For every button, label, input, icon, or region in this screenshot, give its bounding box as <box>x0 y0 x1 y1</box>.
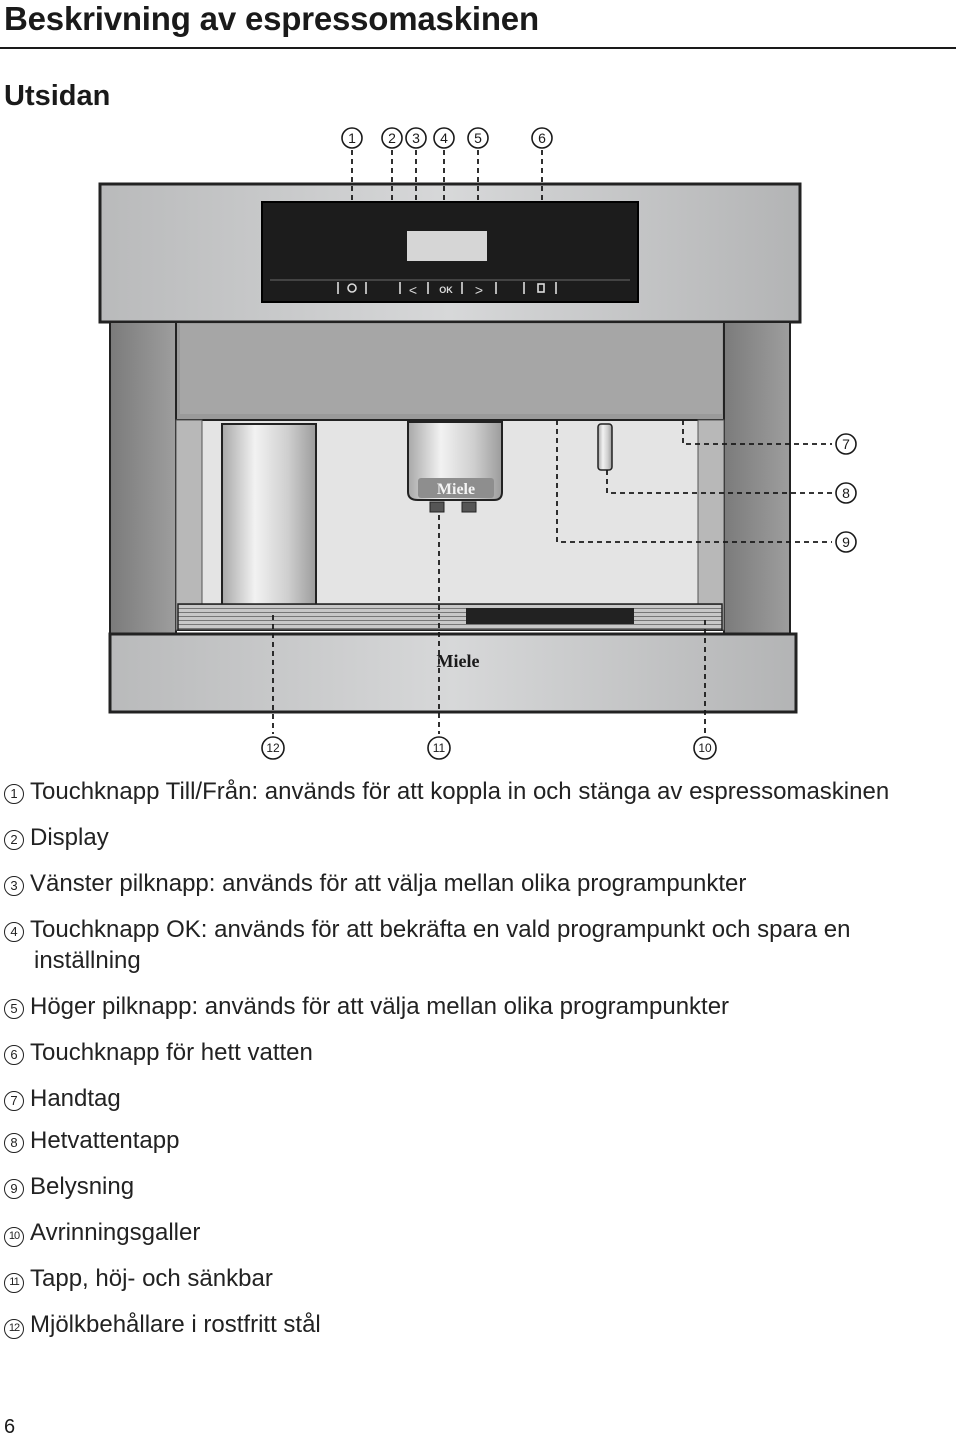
legend-item-continuation: inställning <box>0 945 950 976</box>
callout-10: 10 <box>698 741 712 755</box>
legend-number: 4 <box>4 922 24 942</box>
espresso-machine-diagram: < OK > Miele Miele <box>98 127 857 760</box>
callout-8: 8 <box>842 485 850 501</box>
title-rule <box>0 47 956 49</box>
lower-front-panel <box>108 632 798 714</box>
callout-5: 5 <box>474 130 482 146</box>
legend-text: Tapp, höj- och sänkbar <box>30 1265 273 1292</box>
legend-item: 3 Vänster pilknapp: används för att välja… <box>0 868 950 899</box>
legend-text: Höger pilknapp: används för att välja me… <box>30 993 730 1020</box>
legend-number: 11 <box>4 1273 24 1293</box>
legend-number: 8 <box>4 1133 24 1153</box>
legend-item: 12 Mjölkbehållare i rostfritt stål <box>0 1309 950 1340</box>
callout-1: 1 <box>348 130 356 146</box>
legend-item: 11 Tapp, höj- och sänkbar <box>0 1263 950 1294</box>
legend-item: 9 Belysning <box>0 1171 950 1202</box>
legend-text: Avrinningsgaller <box>30 1219 201 1246</box>
legend-number: 3 <box>4 876 24 896</box>
legend-text: Belysning <box>30 1173 135 1200</box>
left-arrow-key: < <box>409 282 417 298</box>
hot-water-tap <box>597 423 613 471</box>
legend-number: 12 <box>4 1319 24 1339</box>
brand-logo: Miele <box>437 651 480 671</box>
legend-item: 2 Display <box>0 822 950 853</box>
legend-number: 5 <box>4 999 24 1019</box>
left-side-panel <box>109 321 177 635</box>
legend-text: Vänster pilknapp: används för att välja … <box>30 870 747 897</box>
section-title: Utsidan <box>4 80 111 112</box>
callout-12: 12 <box>266 741 280 755</box>
page-number: 6 <box>4 1416 16 1438</box>
legend-text: Touchknapp OK: används för att bekräfta … <box>30 916 851 943</box>
page-title: Beskrivning av espressomaskinen <box>4 0 539 37</box>
callout-4: 4 <box>440 130 448 146</box>
right-side-panel <box>723 321 791 635</box>
legend-item: 4 Touchknapp OK: används för att bekräfta… <box>0 914 950 945</box>
display-screen <box>407 231 487 261</box>
milk-container <box>221 423 317 613</box>
callout-11: 11 <box>433 741 446 755</box>
legend-item: 7 Handtag <box>0 1083 950 1114</box>
legend-item: 5 Höger pilknapp: används för att välja m… <box>0 991 950 1022</box>
legend-item: 1 Touchknapp Till/Från: används för att k… <box>0 776 950 807</box>
callout-3: 3 <box>412 130 420 146</box>
legend-text: Handtag <box>30 1085 121 1112</box>
legend-text: inställning <box>34 947 141 974</box>
legend-number: 2 <box>4 830 24 850</box>
legend-number: 10 <box>4 1227 24 1247</box>
legend-text: Mjölkbehållare i rostfritt stål <box>30 1311 321 1338</box>
legend-item: 8 Hetvattentapp <box>0 1125 950 1156</box>
legend-item: 10 Avrinningsgaller <box>0 1217 950 1248</box>
legend-text: Touchknapp för hett vatten <box>30 1039 313 1066</box>
ok-key: OK <box>439 285 453 295</box>
legend-number: 9 <box>4 1179 24 1199</box>
right-arrow-key: > <box>475 282 483 298</box>
svg-text:Miele: Miele <box>437 481 475 498</box>
legend-text: Hetvattentapp <box>30 1127 180 1154</box>
callout-6: 6 <box>538 130 546 146</box>
legend-text: Display <box>30 824 109 851</box>
callout-2: 2 <box>388 130 396 146</box>
drip-grill <box>177 603 723 631</box>
callouts <box>261 127 857 760</box>
legend-number: 6 <box>4 1045 24 1065</box>
legend-item: 6 Touchknapp för hett vatten <box>0 1037 950 1068</box>
callout-9: 9 <box>842 534 850 550</box>
callout-7: 7 <box>842 436 850 452</box>
legend-number: 7 <box>4 1091 24 1111</box>
legend-number: 1 <box>4 784 24 804</box>
legend-text: Touchknapp Till/Från: används för att ko… <box>30 778 890 805</box>
